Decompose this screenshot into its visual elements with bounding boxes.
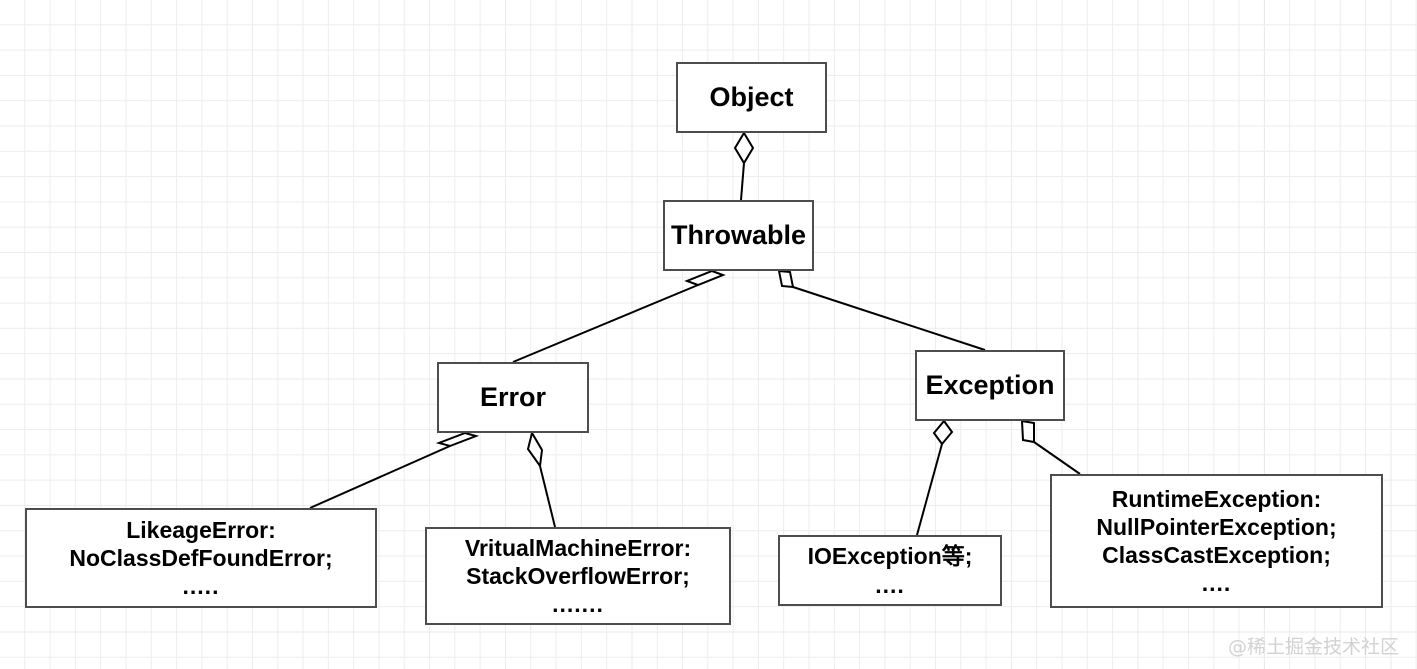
- node-vritual-machine-error-line-1: StackOverflowError;: [466, 562, 690, 589]
- diamond-object-throwable: [733, 131, 755, 165]
- diamond-throwable-error: [684, 269, 726, 287]
- edge-throwable-error: [512, 284, 699, 363]
- edge-object-throwable: [740, 162, 745, 201]
- edge-throwable-exception: [792, 286, 986, 351]
- watermark: @稀土掘金技术社区: [1227, 636, 1399, 658]
- node-throwable-line-0: Throwable: [670, 220, 806, 251]
- node-object[interactable]: Object: [676, 62, 827, 133]
- node-runtime-exception-line-0: RuntimeException:: [1111, 485, 1322, 512]
- diamond-exception-runtime: [1020, 419, 1035, 444]
- node-runtime-exception[interactable]: RuntimeException: NullPointerException; …: [1050, 474, 1383, 608]
- diamond-exception-ioex: [932, 419, 954, 446]
- node-io-exception-line-0: IOException等;: [807, 543, 973, 570]
- node-io-exception-line-1: ....: [875, 571, 905, 598]
- node-io-exception[interactable]: IOException等; ....: [778, 535, 1002, 606]
- node-exception[interactable]: Exception: [915, 350, 1065, 421]
- node-likeage-error-line-2: .....: [182, 573, 220, 600]
- node-error-line-0: Error: [479, 382, 547, 413]
- node-vritual-machine-error-line-2: .......: [552, 591, 604, 618]
- edge-error-likeage: [309, 445, 451, 509]
- node-runtime-exception-line-1: NullPointerException;: [1096, 513, 1337, 540]
- edge-exception-ioex: [916, 443, 943, 536]
- node-vritual-machine-error-line-0: VritualMachineError:: [464, 534, 692, 561]
- node-runtime-exception-line-2: ClassCastException;: [1102, 542, 1331, 568]
- node-vritual-machine-error[interactable]: VritualMachineError: StackOverflowError;…: [425, 527, 731, 625]
- node-object-line-0: Object: [709, 82, 794, 113]
- node-error[interactable]: Error: [437, 362, 589, 433]
- diamond-throwable-exception: [777, 269, 795, 289]
- node-exception-line-0: Exception: [925, 370, 1055, 401]
- edge-exception-runtime: [1033, 441, 1081, 475]
- node-likeage-error-line-0: LikeageError:: [126, 516, 276, 543]
- diamond-error-likeage: [435, 431, 480, 448]
- edge-error-vritual: [539, 465, 556, 528]
- node-throwable[interactable]: Throwable: [663, 200, 814, 271]
- diamond-error-vritual: [526, 430, 544, 469]
- node-likeage-error[interactable]: LikeageError: NoClassDefFoundError; ....…: [25, 508, 377, 608]
- node-likeage-error-line-1: NoClassDefFoundError;: [69, 544, 333, 571]
- node-runtime-exception-line-3: ....: [1201, 570, 1232, 597]
